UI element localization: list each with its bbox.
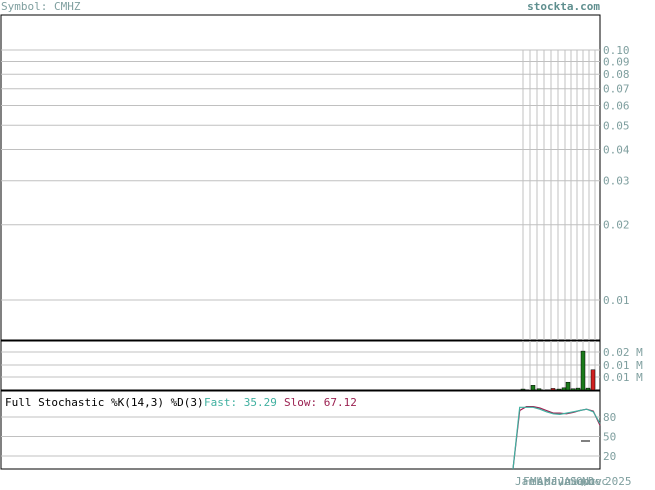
price-tick-label: 0.09 [603, 55, 630, 68]
price-tick-label: 0.04 [603, 143, 630, 156]
volume-bar [570, 388, 576, 391]
x-tick-label: Jun [551, 475, 571, 486]
stochastic-panel: 80 50 20 Full Stochastic %K(14,3) %D(3)Fast… [0, 390, 616, 470]
stochastic-slow-label: Slow: 67.12 [284, 396, 357, 409]
volume-bar [530, 385, 536, 391]
x-tick-label: 2025 [605, 475, 632, 486]
volume-tick-label: 0.01 M [603, 371, 643, 384]
price-tick-label: 0.07 [603, 83, 630, 96]
volume-bar [590, 369, 596, 391]
volume-bar [556, 388, 562, 391]
price-tick-label: 0.06 [603, 99, 630, 112]
volume-bar [550, 388, 556, 391]
volume-bar [585, 387, 591, 391]
x-tick-label: Nov [582, 475, 602, 486]
price-frame [0, 14, 601, 341]
x-tick-label: Mar [530, 475, 550, 486]
stochastic-title: Full Stochastic %K(14,3) %D(3) [5, 396, 204, 409]
stochastic-fast-line [512, 406, 601, 470]
volume-tick-label: 0.01 M [603, 359, 643, 372]
volume-bar [580, 350, 586, 391]
x-tick-label: Jul [558, 475, 578, 486]
price-tick-label: 0.08 [603, 68, 630, 81]
volume-tick-label: 0.02 M [603, 346, 643, 359]
volume-bar [575, 387, 581, 391]
symbol-label: Symbol: CMHZ [1, 0, 81, 13]
x-tick-label: Apr [537, 475, 557, 486]
x-tick-label: Sep [570, 475, 590, 486]
stochastic-tick-label: 50 [603, 431, 616, 444]
x-tick-label: Oct [576, 475, 596, 486]
volume-bar [565, 381, 571, 391]
stochastic-tick-label: 20 [603, 450, 616, 463]
x-tick-label: Jan [515, 475, 535, 486]
stochastic-fast-label: Fast: 35.29 [204, 396, 277, 409]
price-panel: 0.100.090.08 0.07 0.06 0.05 0.04 0.03 0.02 0.01 [0, 14, 630, 341]
price-tick-label: 0.05 [603, 119, 630, 132]
site-name[interactable]: stockta.com [527, 0, 600, 13]
price-tick-label: 0.03 [603, 175, 630, 188]
stochastic-tick-label: 80 [603, 411, 616, 424]
volume-bar [536, 388, 542, 391]
x-tick-label: May [544, 475, 564, 486]
price-tick-label: 0.02 [603, 219, 630, 232]
volume-bar [561, 387, 567, 391]
price-tick-label: 0.10 [603, 44, 630, 57]
volume-bar [520, 388, 526, 391]
volume-panel: 0.02 M0.01 M0.01 M [0, 340, 643, 391]
x-tick-label: Aug [564, 475, 584, 486]
x-tick-label: Feb [523, 475, 543, 486]
x-tick-label: Dec [588, 475, 608, 486]
price-tick-label: 0.01 [603, 294, 630, 307]
